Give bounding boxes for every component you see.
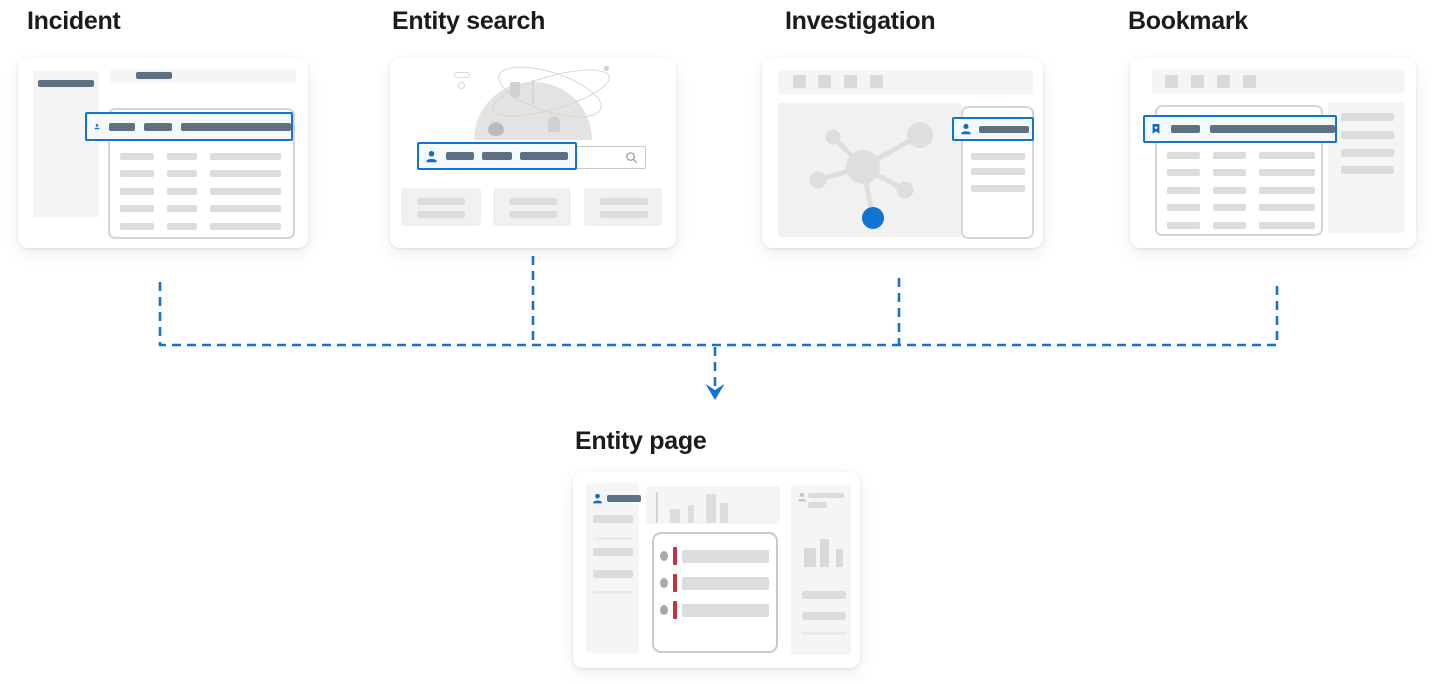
investigation-card-thumbnail	[762, 58, 1043, 248]
entity-graph	[809, 122, 933, 229]
alert-row	[660, 601, 769, 619]
selected-bookmark-row	[1143, 115, 1337, 143]
skeleton-bar	[109, 122, 135, 131]
person-icon	[961, 123, 971, 135]
investigation-title: Investigation	[785, 7, 936, 35]
selected-entity-query	[417, 142, 577, 170]
skeleton-bar	[682, 603, 769, 617]
table-row	[120, 170, 281, 177]
alert-list-skeleton	[652, 532, 778, 653]
table-row	[1167, 222, 1315, 229]
insights-pane-skeleton	[791, 485, 851, 655]
person-icon	[426, 150, 437, 162]
skeleton-bar	[482, 152, 512, 160]
selected-entity-row	[85, 112, 293, 141]
skeleton-bar	[144, 122, 172, 131]
person-icon	[593, 493, 602, 504]
table-row	[1167, 152, 1315, 159]
result-tile	[584, 188, 662, 226]
severity-marker	[673, 574, 677, 592]
incident-card-thumbnail	[18, 58, 308, 248]
timeline-chart-skeleton	[646, 486, 780, 524]
table-row	[1167, 187, 1315, 194]
skeleton-bar	[682, 549, 769, 563]
selected-entity-row	[952, 117, 1034, 141]
graph-canvas	[778, 103, 962, 237]
side-pane-skeleton	[1328, 102, 1405, 233]
table-row	[120, 188, 281, 195]
skeleton-bar	[682, 576, 769, 590]
entity-header-row	[592, 493, 641, 504]
result-tile	[493, 188, 571, 226]
bullet-dot	[660, 551, 668, 561]
severity-marker	[673, 601, 677, 619]
bookmark-icon	[1152, 124, 1160, 134]
table-row	[120, 153, 281, 160]
skeleton-bar	[446, 152, 474, 160]
topbar-skeleton	[110, 69, 296, 83]
bookmark-title: Bookmark	[1128, 7, 1248, 35]
toolbar-skeleton	[1152, 69, 1405, 93]
incident-title: Incident	[27, 7, 121, 35]
search-icon	[626, 152, 638, 164]
skeleton-bar	[181, 122, 291, 131]
skeleton-bar	[38, 80, 94, 87]
table-row	[120, 223, 281, 230]
skeleton-bar	[136, 72, 172, 79]
skeleton-bar	[1171, 125, 1200, 133]
alert-row	[660, 574, 769, 592]
skeleton-bar	[607, 495, 641, 502]
bookmark-card-thumbnail	[1130, 58, 1416, 248]
chart-bar	[804, 548, 816, 567]
research-illustration	[454, 56, 615, 140]
entity-page-title: Entity page	[575, 427, 707, 455]
table-row	[120, 205, 281, 212]
alert-row	[660, 547, 769, 565]
skeleton-bar	[979, 125, 1029, 133]
arrow-down-icon	[705, 384, 725, 400]
connector-lines	[158, 256, 1279, 400]
person-icon	[94, 123, 100, 130]
sidebar-skeleton	[33, 71, 99, 217]
selected-entity-node	[862, 207, 884, 229]
entity-search-card-thumbnail	[390, 56, 676, 248]
severity-marker	[673, 547, 677, 565]
table-row	[1167, 204, 1315, 211]
bullet-dot	[660, 605, 668, 615]
entity-nav-skeleton	[586, 483, 641, 653]
table-row	[1167, 169, 1315, 176]
bullet-dot	[660, 578, 668, 588]
chart-bar	[836, 549, 843, 567]
chart-bar	[820, 539, 829, 567]
entity-page-card-thumbnail	[573, 472, 860, 668]
skeleton-bar	[1210, 125, 1335, 133]
person-icon-gray	[798, 492, 806, 502]
toolbar-skeleton	[778, 70, 1033, 94]
skeleton-bar	[520, 152, 568, 160]
entity-search-title: Entity search	[392, 7, 546, 35]
result-tile	[401, 188, 481, 226]
